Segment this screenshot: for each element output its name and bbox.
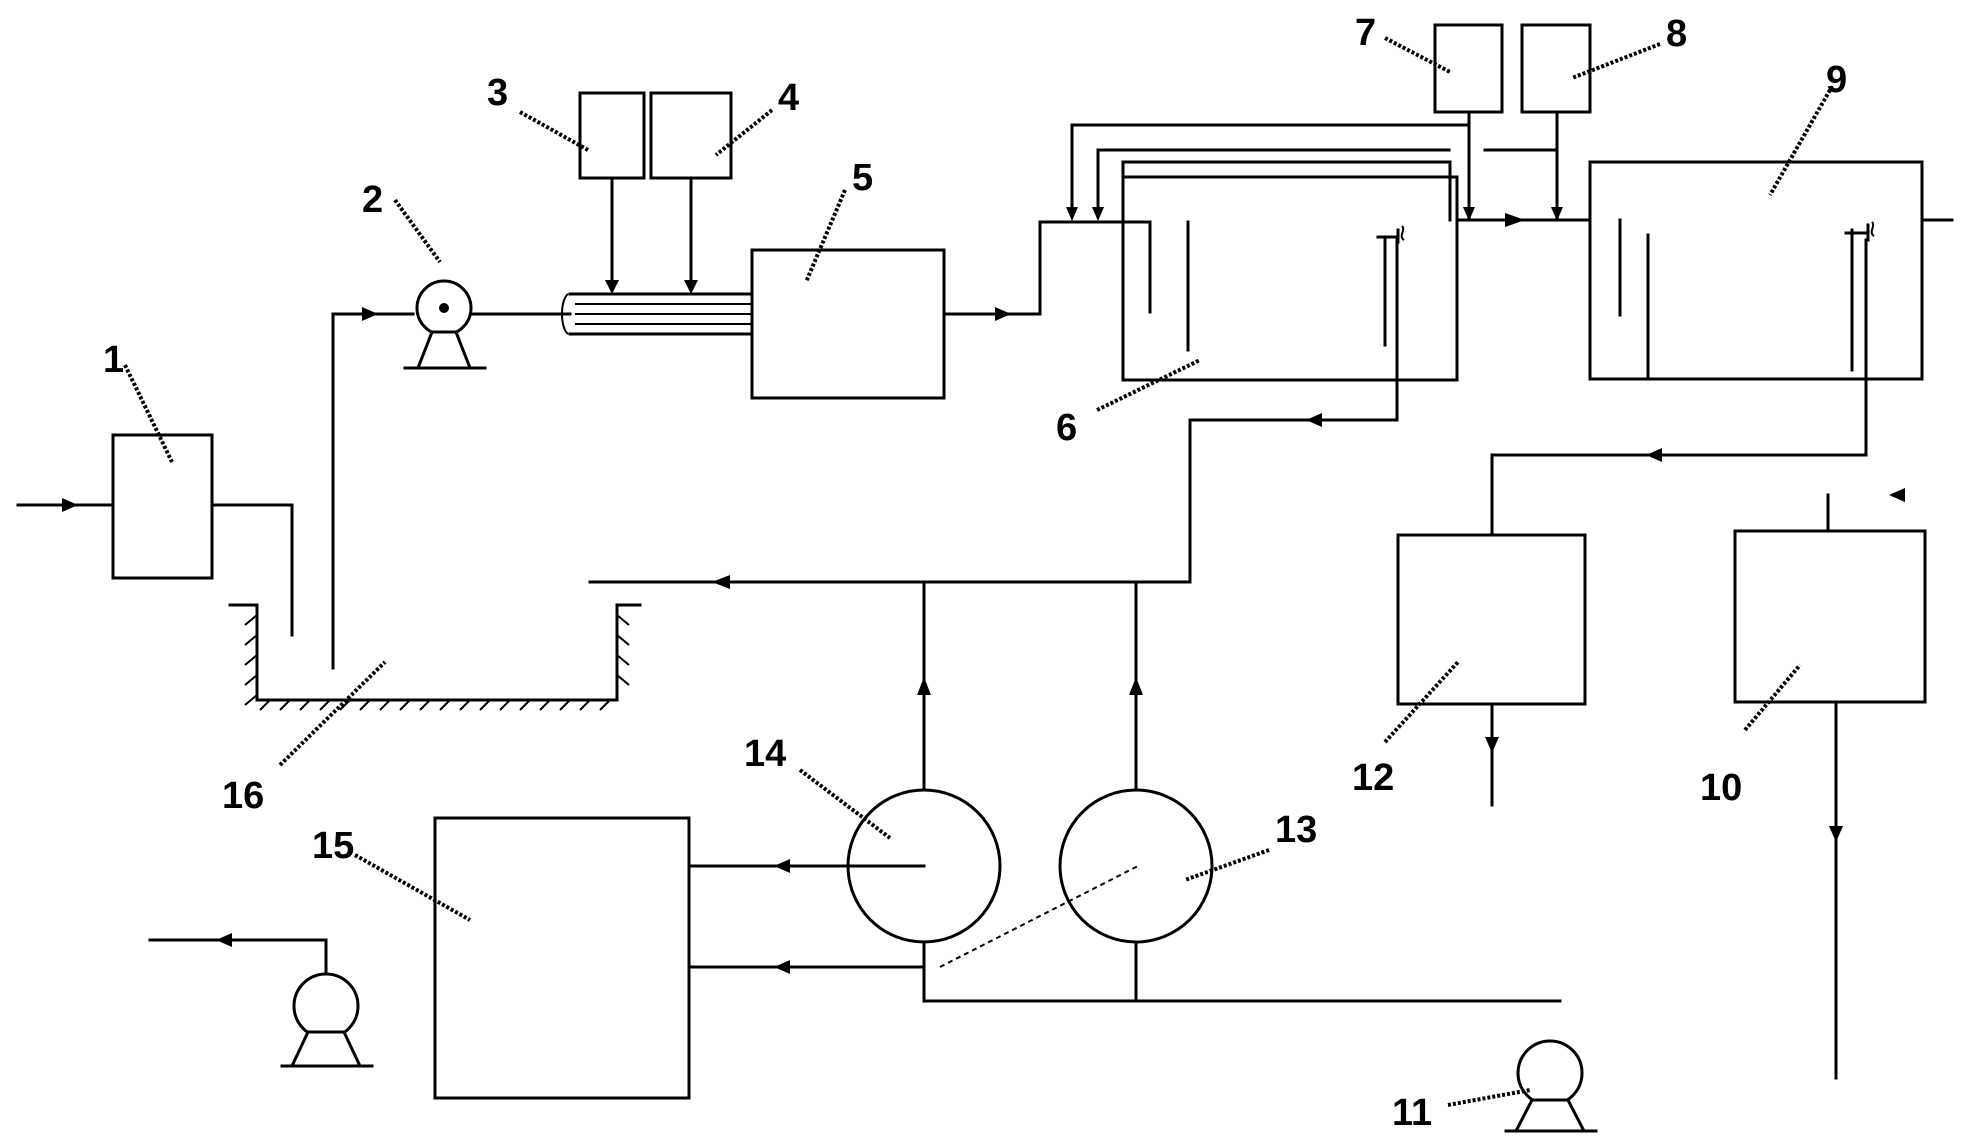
dosing-tank-3 (578, 91, 646, 180)
unit-15 (433, 816, 691, 1100)
label-11: 11 (1392, 1092, 1432, 1134)
pipe-mixer (561, 292, 754, 336)
tank-6 (1078, 175, 1459, 584)
label-14: 14 (744, 733, 786, 775)
unit-12 (1396, 533, 1587, 706)
label-2: 2 (362, 179, 383, 221)
pump-11 (1504, 1039, 1598, 1133)
unit-10 (1733, 529, 1927, 704)
label-10: 10 (1700, 767, 1742, 809)
label-12: 12 (1352, 757, 1394, 799)
label-15: 15 (312, 825, 354, 867)
pump-2 (403, 279, 487, 370)
label-13: 13 (1275, 809, 1317, 851)
label-1: 1 (103, 339, 124, 381)
label-4: 4 (778, 77, 799, 119)
dosing-tank-4 (649, 91, 733, 180)
label-8: 8 (1666, 13, 1687, 55)
dosing-tank-7 (1433, 23, 1504, 114)
label-16: 16 (222, 775, 264, 817)
unit-1 (111, 433, 214, 580)
label-7: 7 (1355, 12, 1376, 54)
dosing-tank-8 (1520, 23, 1592, 114)
label-9: 9 (1826, 59, 1847, 101)
unit-5 (750, 248, 946, 400)
pool-16 (228, 603, 642, 711)
tank-9 (1490, 160, 1954, 537)
pump-left (280, 972, 374, 1068)
label-5: 5 (852, 157, 873, 199)
label-3: 3 (487, 72, 508, 114)
label-6: 6 (1056, 407, 1077, 449)
